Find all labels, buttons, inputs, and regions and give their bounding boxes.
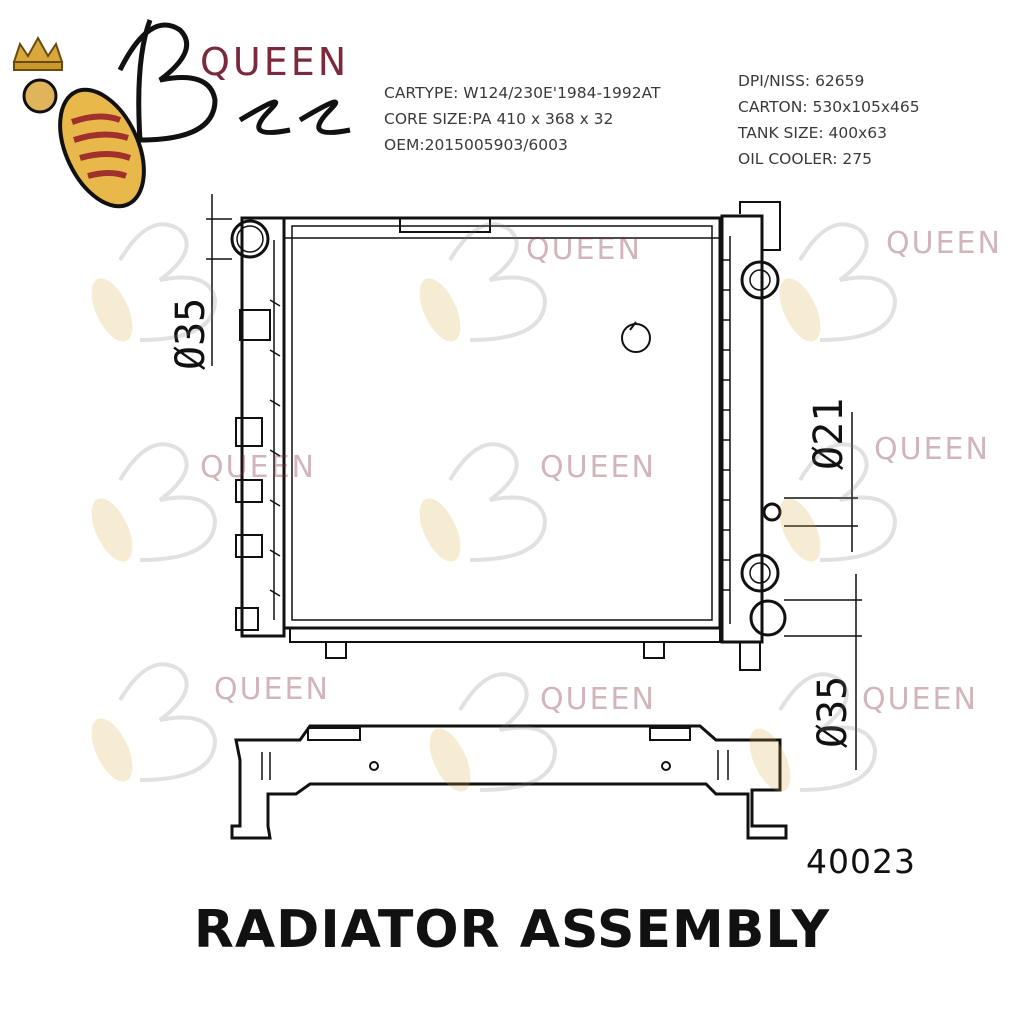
spec-tank-size: TANK SIZE: 400x63: [738, 124, 888, 142]
right-outlet-pipe: [749, 599, 787, 637]
radiator-drawing: Ø35 Ø21 Ø35: [168, 194, 862, 840]
product-title: RADIATOR ASSEMBLY: [193, 900, 831, 960]
spec-cartype: CARTYPE: W124/230E'1984-1992AT: [384, 84, 661, 102]
dim-right-bottom: Ø35: [810, 676, 856, 748]
specs-left: CARTYPE: W124/230E'1984-1992AT CORE SIZE…: [384, 80, 660, 158]
spec-dpi-niss: DPI/NISS: 62659: [738, 72, 865, 90]
spec-oil-cooler: OIL COOLER: 275: [738, 150, 873, 168]
left-inlet-pipe: [230, 219, 270, 259]
part-number: 40023: [806, 842, 916, 881]
spec-carton: CARTON: 530x105x465: [738, 98, 920, 116]
specs-right: DPI/NISS: 62659 CARTON: 530x105x465 TANK…: [738, 68, 920, 172]
spec-oem: OEM:2015005903/6003: [384, 136, 568, 154]
right-top-fitting: [740, 260, 780, 300]
dim-left-inlet: Ø35: [168, 298, 214, 370]
right-lower-fitting: [740, 553, 780, 593]
script-bee-wordmark: [117, 19, 351, 143]
brand-logo: QUEEN: [0, 0, 380, 220]
brand-name-queen: QUEEN: [200, 40, 350, 84]
bee-logo-graphic: [12, 19, 351, 209]
radiator-core: [282, 216, 722, 630]
bottom-side-view: [230, 724, 788, 840]
crown-icon: [12, 35, 64, 71]
right-tank: [720, 201, 781, 671]
dim-right-mid: Ø21: [806, 398, 852, 470]
bee-body-icon: [58, 87, 146, 209]
spec-core-size: CORE SIZE:PA 410 x 368 x 32: [384, 110, 614, 128]
right-oil-port: [762, 502, 782, 522]
left-tank: [235, 216, 286, 638]
bee-head-icon: [22, 78, 58, 114]
